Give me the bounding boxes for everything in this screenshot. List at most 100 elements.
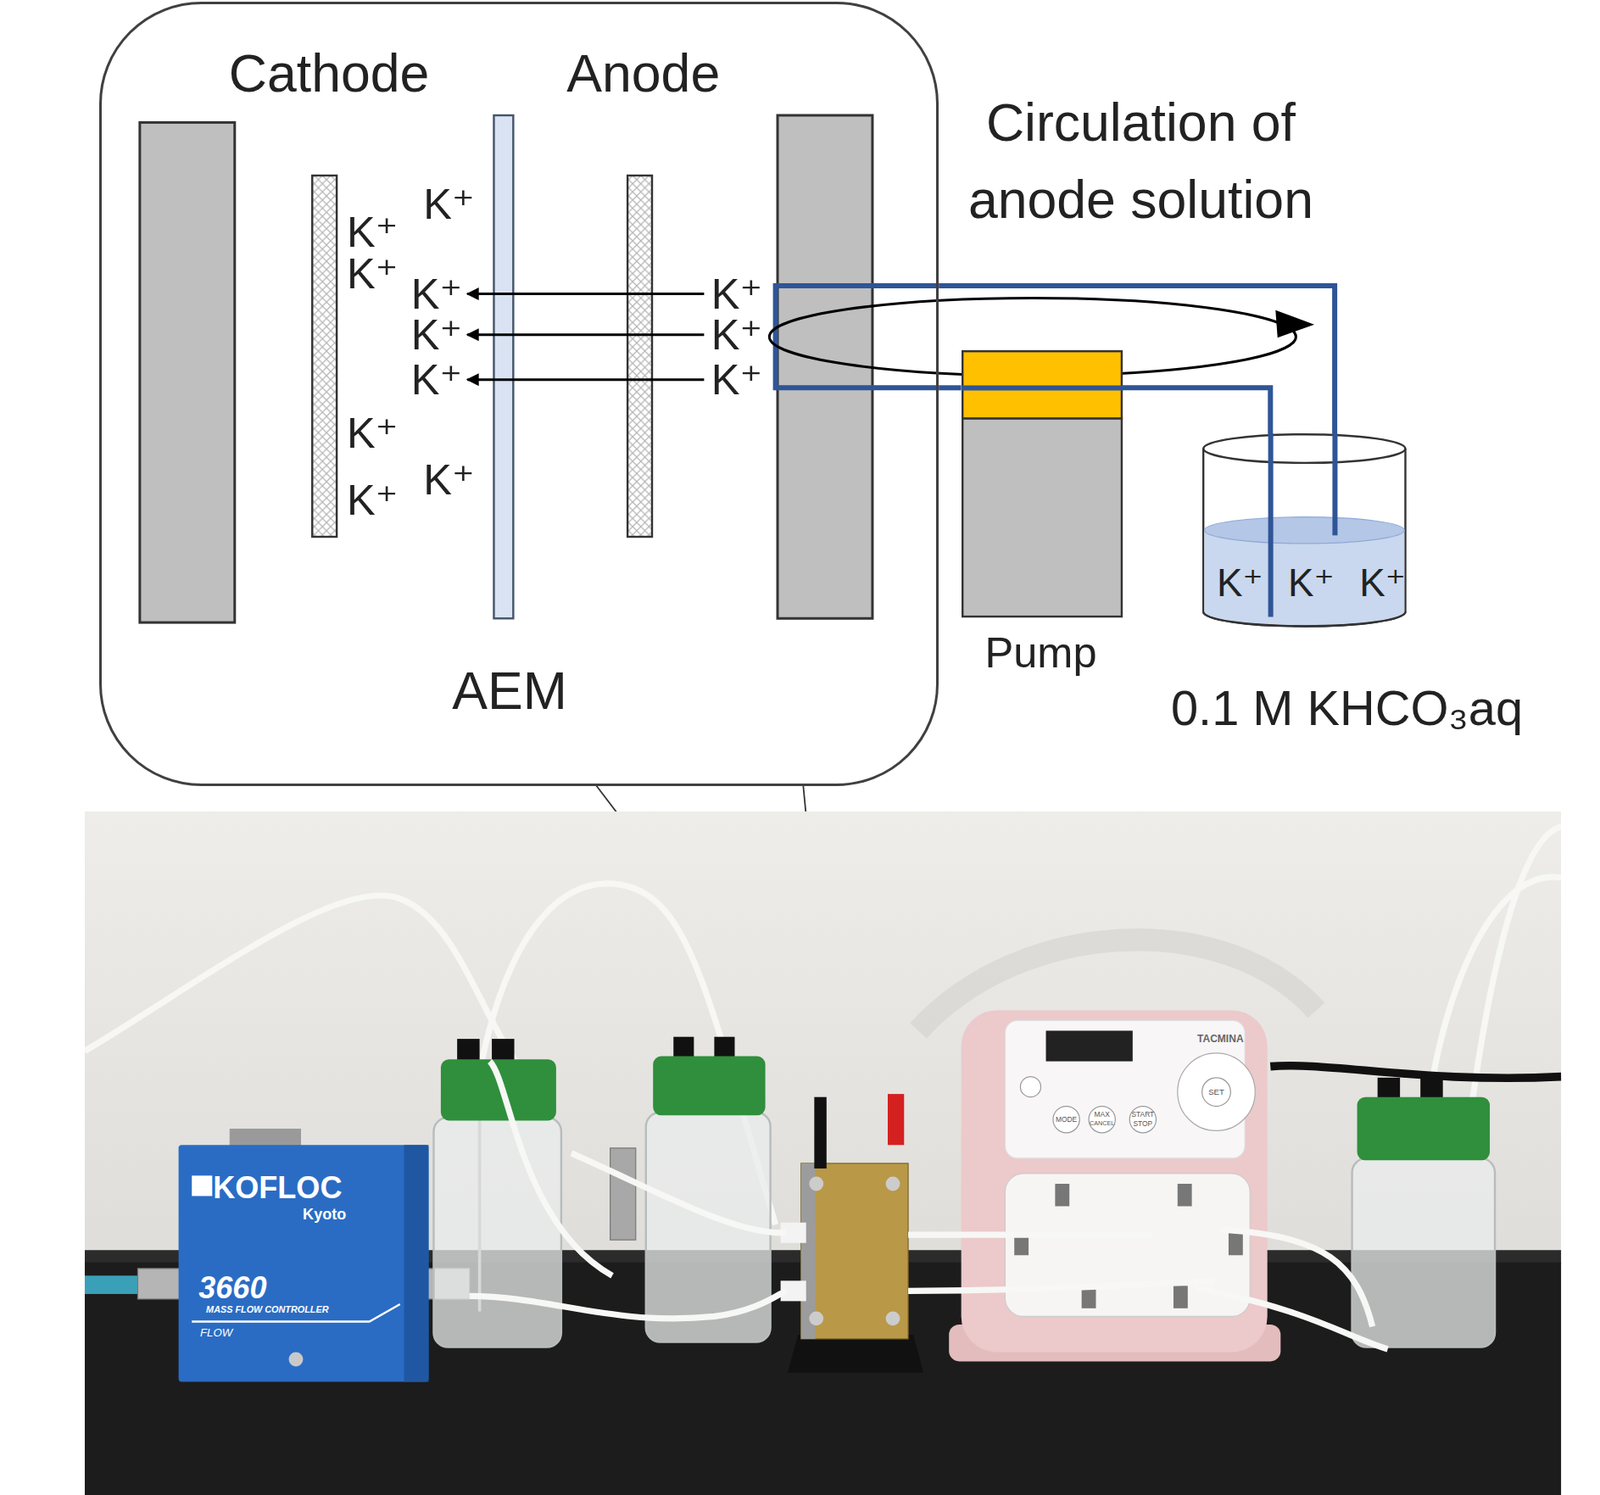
wing-nut [1173, 1285, 1188, 1308]
tube [490, 1061, 613, 1277]
electrode-label: Cathode [228, 42, 430, 106]
front-tubes [469, 1061, 1389, 1350]
brand-name: TACMINA [1197, 1032, 1244, 1045]
ion-label: K⁺ K⁺ K⁺ [1216, 560, 1406, 608]
pump-head [1004, 1173, 1250, 1316]
ion-arrow [467, 292, 704, 296]
glass-bottle [433, 1117, 561, 1348]
fitting [137, 1268, 181, 1299]
wing-nut [1177, 1183, 1193, 1206]
button [1129, 1106, 1156, 1133]
bolt [886, 1310, 901, 1326]
pump-display [1046, 1030, 1133, 1061]
tube [1193, 1287, 1389, 1350]
ion-label: K⁺ [711, 308, 763, 361]
button [1020, 1076, 1041, 1098]
button-label: MODE [1055, 1114, 1077, 1124]
bolt [808, 1310, 824, 1326]
black-clip [813, 1097, 826, 1169]
solution-label: 0.1 M KHCO₃aq [1170, 680, 1523, 739]
cathode-electrode [312, 175, 337, 537]
bolt [886, 1176, 901, 1192]
ion-label: K⁺ [411, 353, 463, 406]
wing-nut [1054, 1183, 1070, 1206]
logo-swoosh [191, 1304, 401, 1322]
electrode-label: Anode [566, 42, 720, 106]
beaker-rim [1203, 434, 1405, 464]
ion-arrow [467, 333, 704, 336]
pump-panel [1004, 1020, 1245, 1158]
red-clip [887, 1093, 904, 1145]
bottle-cap [440, 1059, 557, 1121]
tubing-connector [1122, 387, 1272, 434]
setup-photo [84, 811, 1561, 1495]
button [1202, 1077, 1232, 1107]
device-name: MASS FLOW CONTROLLER [206, 1304, 329, 1316]
electrolyte-surface [1204, 517, 1405, 544]
button-label: MAX [1094, 1109, 1110, 1119]
button-label: STOP [1132, 1119, 1153, 1128]
connector [229, 1128, 302, 1148]
button-label: SET [1208, 1087, 1225, 1098]
pump-body [962, 418, 1122, 616]
button [1088, 1106, 1115, 1133]
tube [908, 1232, 1154, 1238]
beaker: K⁺ K⁺ K⁺0.1 M KHCO₃aq [1202, 433, 1407, 628]
tube [469, 1290, 787, 1319]
power-cable [1270, 1065, 1561, 1079]
gas-hose [84, 1275, 141, 1294]
ion-label: K⁺ [423, 453, 474, 506]
controller-side [404, 1144, 430, 1382]
membrane-label: AEM [451, 659, 568, 724]
annotation: Circulation of anode solution [921, 83, 1361, 238]
ion-label: K⁺ [346, 473, 398, 526]
pump-shape [961, 350, 1123, 618]
bottle-cap [1357, 1097, 1490, 1161]
bolt [808, 1176, 824, 1192]
tube [84, 895, 531, 1082]
pump-label: Pump [984, 627, 1097, 680]
button-label: CANCEL [1089, 1120, 1115, 1128]
ion-label: K⁺ [346, 247, 398, 300]
cell-stand [787, 1334, 924, 1373]
ion-label: K⁺ [346, 407, 398, 460]
ion-label: K⁺ [711, 353, 763, 406]
tube [908, 1280, 1215, 1291]
scaled-art [84, 115, 1561, 1495]
logo-mark [191, 1175, 212, 1196]
dial-ring [1177, 1053, 1255, 1131]
pump-head [962, 351, 1122, 419]
metal-fitting [610, 1148, 636, 1240]
button-label: START [1131, 1109, 1155, 1119]
button [1053, 1106, 1080, 1133]
screw [289, 1352, 304, 1367]
device-marking: FLOW [200, 1326, 233, 1340]
anion-exchange-membrane [493, 115, 513, 619]
circulation-arrowhead [1275, 310, 1315, 338]
ion-label: K⁺ [423, 178, 474, 230]
tubing-connector [938, 384, 962, 391]
beaker-wall [1203, 449, 1405, 627]
pump-body [961, 1009, 1268, 1352]
beaker-bottom [1203, 612, 1405, 627]
tubing-connector [938, 285, 1335, 434]
supply-tube [1332, 433, 1338, 536]
brand-name: KOFLOC [212, 1169, 342, 1206]
tube [1428, 876, 1561, 1103]
mass-flow-controller [178, 1144, 430, 1382]
wing-nut [1228, 1232, 1244, 1255]
model-number: 3660 [198, 1269, 267, 1306]
ion-label: K⁺ [411, 308, 463, 361]
pump-tubing [961, 384, 1123, 391]
bottle-cap [652, 1056, 765, 1116]
ion-arrow [467, 378, 704, 381]
tube [571, 1153, 787, 1233]
brand-city: Kyoto [302, 1205, 346, 1225]
callout-box: Cathode AnodeAEM [99, 1, 939, 786]
electrolysis-cell [801, 1163, 909, 1339]
anode-electrode [627, 175, 653, 537]
pump-box: Pump [961, 350, 1123, 618]
